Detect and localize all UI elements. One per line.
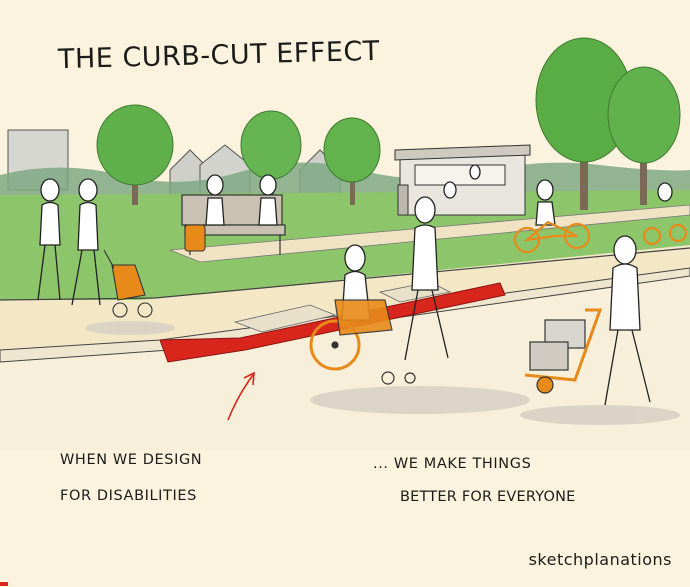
caption-right-line2: BETTER FOR EVERYONE [400,489,576,505]
bicycles [513,220,688,254]
people [37,164,673,406]
tactile-paving [233,304,337,333]
wheelchair [309,299,416,385]
artist-signature: sketchplanations [528,550,672,569]
suitcase [184,224,206,252]
hand-trolley [524,308,603,394]
caption-left-line2: FOR DISABILITIES [60,488,197,504]
caption-right-line1: ... WE MAKE THINGS [373,456,532,472]
arrow-icon [227,371,255,421]
stroller [103,249,153,318]
shadows [85,321,680,425]
trees [96,37,681,210]
corner-mark [0,582,8,586]
caption-left-line1: WHEN WE DESIGN [60,452,203,468]
curb-edge [0,247,690,301]
